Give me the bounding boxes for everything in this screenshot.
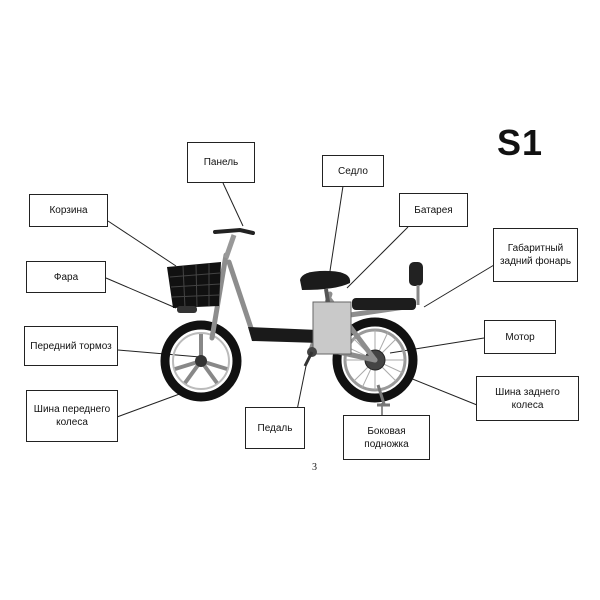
label-pedal: Педаль [245, 407, 305, 449]
label-battery: Батарея [399, 193, 468, 227]
model-title: S1 [497, 122, 544, 163]
leader-lines [105, 182, 495, 426]
headlight [177, 306, 197, 313]
label-front-tire: Шина переднего колеса [26, 390, 118, 442]
page-number: 3 [312, 462, 317, 473]
label-panel: Панель [187, 142, 255, 183]
basket [167, 262, 221, 309]
label-rear-tire: Шина заднего колеса [476, 376, 579, 421]
label-front-brake: Передний тормоз [24, 326, 118, 366]
rear-wheel [332, 317, 418, 403]
battery-box [312, 301, 352, 355]
saddle [300, 270, 351, 290]
label-basket: Корзина [29, 194, 108, 227]
label-motor: Мотор [484, 320, 556, 354]
label-rear-light: Габаритный задний фонарь [493, 228, 578, 282]
rear-seat [352, 298, 416, 310]
label-headlight: Фара [26, 261, 106, 293]
front-wheel [160, 320, 242, 402]
backrest [409, 262, 423, 286]
label-kickstand: Боковая подножка [343, 415, 430, 460]
label-saddle: Седло [322, 155, 384, 187]
footboard [248, 327, 320, 343]
